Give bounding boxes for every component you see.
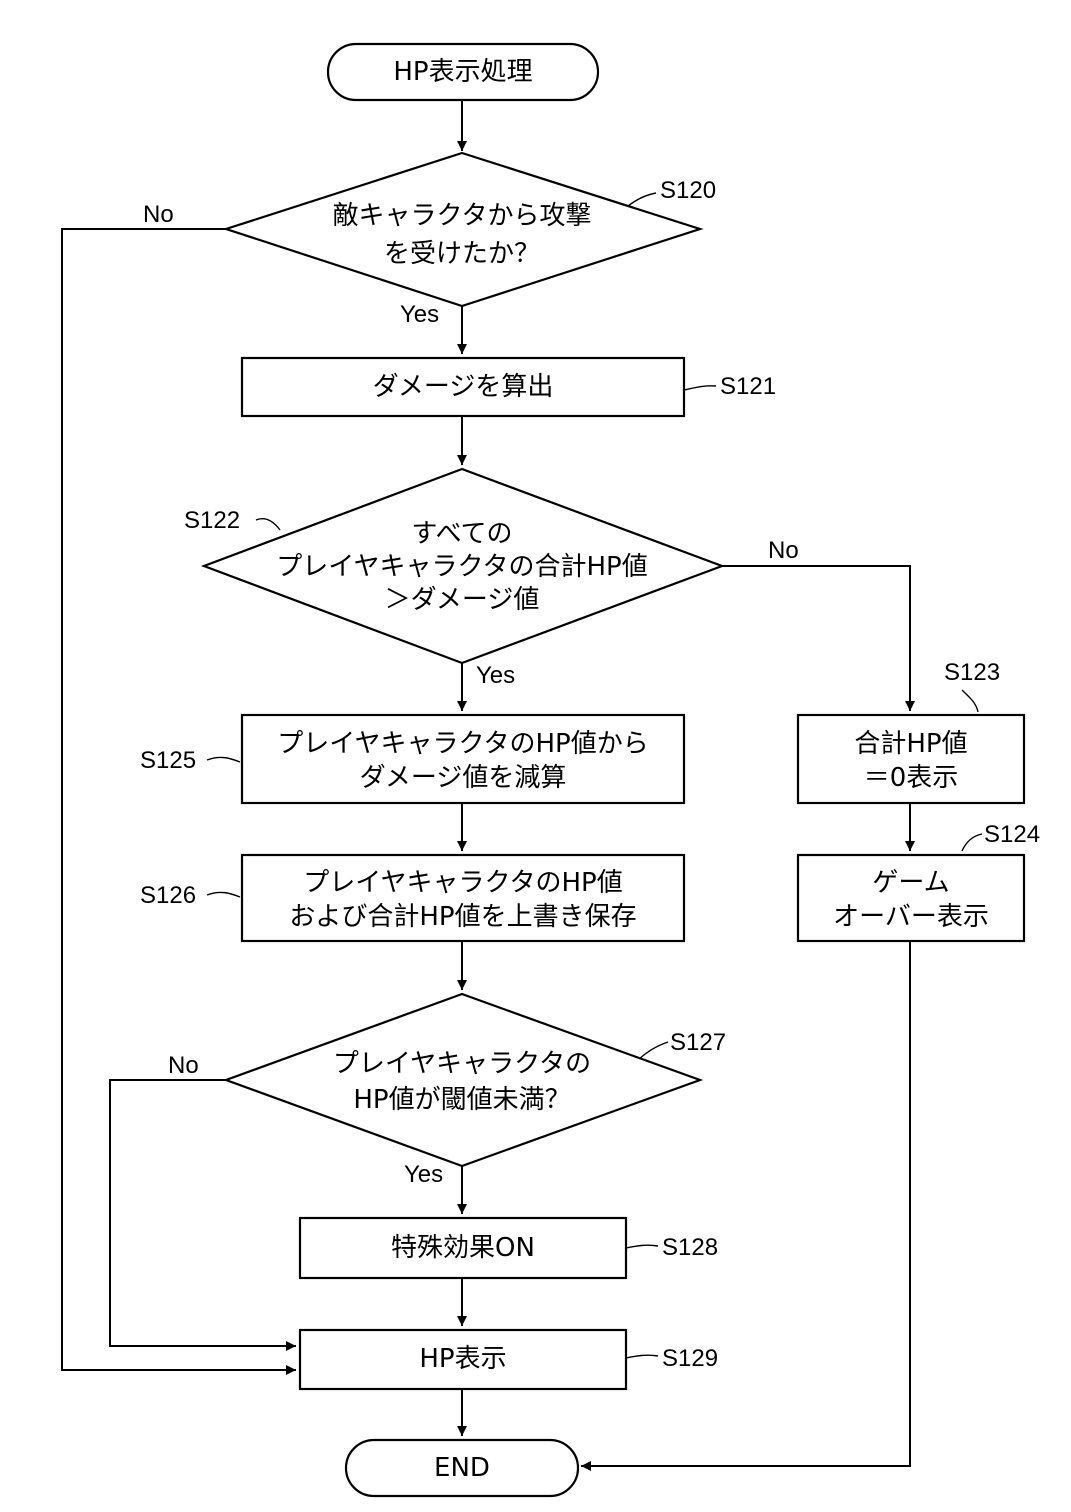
leader-s128 bbox=[625, 1244, 659, 1249]
leader-s122 bbox=[255, 518, 281, 531]
branch-no-s127: No bbox=[168, 1052, 199, 1079]
decision-s122-line2: プレイヤキャラクタの合計HP値 bbox=[276, 552, 647, 582]
leader-s126 bbox=[206, 891, 241, 898]
end-label: END bbox=[434, 1453, 490, 1483]
leader-s129 bbox=[625, 1354, 659, 1359]
step-label-s129: S129 bbox=[662, 1345, 718, 1372]
decision-s120: 敵キャラクタから攻撃 を受けたか？ bbox=[222, 151, 704, 308]
process-s123-line2: ＝0表示 bbox=[864, 763, 959, 793]
decision-s122: すべての プレイヤキャラクタの合計HP値 ＞ダメージ値 bbox=[200, 467, 726, 665]
step-label-s126: S126 bbox=[140, 882, 196, 909]
process-s125-line2: ダメージ値を減算 bbox=[360, 763, 567, 793]
process-s124-line2: オーバー表示 bbox=[833, 902, 989, 932]
decision-s120-line2: を受けたか？ bbox=[384, 239, 540, 269]
step-label-s121: S121 bbox=[720, 373, 776, 400]
leader-s121 bbox=[683, 385, 717, 391]
process-s124: ゲーム オーバー表示 bbox=[796, 853, 1026, 943]
step-label-s128: S128 bbox=[662, 1234, 718, 1261]
step-leaders bbox=[206, 192, 983, 1359]
leader-s124 bbox=[961, 833, 983, 852]
step-label-s125: S125 bbox=[140, 747, 196, 774]
arrow-s127-no-to-s129 bbox=[109, 1079, 296, 1351]
branch-yes-s120: Yes bbox=[400, 301, 439, 328]
start-terminal: HP表示処理 bbox=[326, 42, 600, 102]
step-label-s127: S127 bbox=[670, 1029, 726, 1056]
arrow-s122-no-to-s123 bbox=[722, 565, 915, 711]
branch-no-s120: No bbox=[143, 201, 174, 228]
decision-s127-line1: プレイヤキャラクタの bbox=[333, 1049, 591, 1079]
connectors bbox=[61, 100, 915, 1471]
branch-yes-s127: Yes bbox=[404, 1161, 443, 1188]
process-s121-text: ダメージを算出 bbox=[373, 372, 554, 402]
process-s125-line1: プレイヤキャラクタのHP値から bbox=[277, 729, 648, 759]
decision-s122-line3: ＞ダメージ値 bbox=[385, 585, 540, 615]
leader-s125 bbox=[206, 756, 241, 763]
process-s126-line1: プレイヤキャラクタのHP値 bbox=[303, 868, 622, 898]
branch-yes-s122: Yes bbox=[476, 662, 515, 689]
process-s128-text: 特殊効果ON bbox=[391, 1233, 535, 1263]
step-label-s120: S120 bbox=[660, 177, 716, 204]
process-s128: 特殊効果ON bbox=[298, 1216, 628, 1280]
process-s123: 合計HP値 ＝0表示 bbox=[796, 713, 1026, 805]
decision-s122-line1: すべての bbox=[411, 519, 512, 549]
arrow-s124-to-end bbox=[581, 941, 911, 1471]
process-s123-line1: 合計HP値 bbox=[854, 729, 967, 759]
leader-s123 bbox=[961, 689, 979, 713]
arrow-s120-no-to-s129 bbox=[61, 228, 296, 1375]
step-label-s124: S124 bbox=[984, 821, 1040, 848]
process-s121: ダメージを算出 bbox=[240, 356, 686, 418]
step-label-s123: S123 bbox=[944, 659, 1000, 686]
decision-s127-line2: HP値が閾値未満？ bbox=[353, 1085, 570, 1115]
process-s129-text: HP表示 bbox=[419, 1344, 506, 1374]
end-terminal: END bbox=[344, 1438, 580, 1498]
process-s129: HP表示 bbox=[298, 1328, 628, 1391]
step-label-s122: S122 bbox=[184, 507, 240, 534]
decision-s127: プレイヤキャラクタの HP値が閾値未満？ bbox=[222, 992, 704, 1168]
process-s125: プレイヤキャラクタのHP値から ダメージ値を減算 bbox=[240, 713, 686, 805]
process-s124-line1: ゲーム bbox=[872, 868, 949, 898]
process-s126-line2: および合計HP値を上書き保存 bbox=[289, 902, 636, 932]
branch-no-s122: No bbox=[768, 537, 799, 564]
process-s126: プレイヤキャラクタのHP値 および合計HP値を上書き保存 bbox=[240, 853, 686, 943]
decision-s120-line1: 敵キャラクタから攻撃 bbox=[333, 201, 592, 231]
start-label: HP表示処理 bbox=[393, 57, 532, 87]
